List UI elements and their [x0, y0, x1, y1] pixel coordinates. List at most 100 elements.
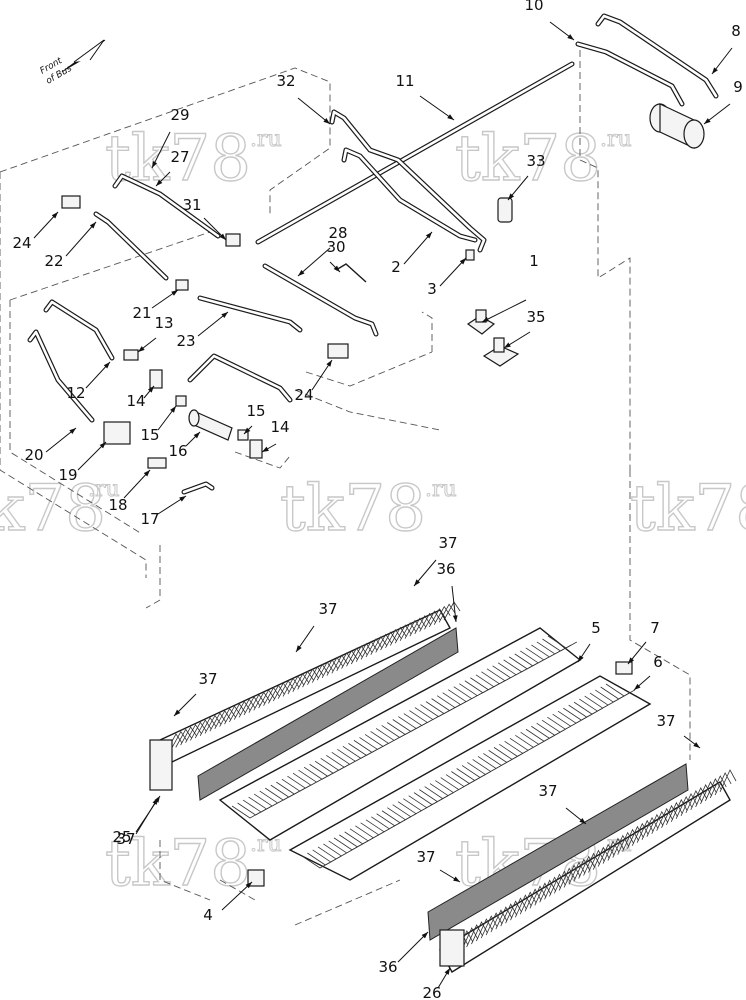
callout-number: 23: [176, 332, 195, 350]
callout: 29: [151, 106, 190, 169]
coil-fin: [509, 737, 539, 751]
callout-arrowhead: [296, 645, 302, 652]
upper-components: [61, 103, 705, 887]
callout-arrowhead: [174, 709, 181, 716]
callout: 19: [58, 441, 107, 484]
callout-leader: [65, 221, 97, 257]
coil-fin: [477, 756, 507, 769]
callout-arrowhead: [459, 258, 466, 265]
coil-fin: [719, 769, 737, 793]
coil-fin: [472, 759, 502, 772]
callout: 4: [203, 881, 253, 924]
coil-fin: [312, 849, 342, 863]
coil-fin: [309, 763, 339, 777]
callout-number: 27: [170, 148, 189, 166]
callout-number: 22: [44, 252, 63, 270]
coil-fin: [504, 741, 534, 754]
callout-number: 37: [116, 830, 135, 848]
coil-fin: [536, 722, 566, 736]
callout-arrowhead: [219, 233, 226, 240]
coil-fin: [321, 659, 339, 679]
callout: 37: [295, 600, 338, 653]
coil-assembly-center: [218, 627, 652, 881]
coil-fin: [459, 683, 489, 697]
coil-fin: [297, 670, 315, 690]
coil-fin: [547, 635, 577, 649]
callout-number: 14: [270, 418, 289, 436]
callout-number: 17: [140, 510, 159, 528]
callout-arrowhead: [103, 362, 110, 369]
coil-fin: [307, 666, 324, 686]
coil-fin: [600, 686, 630, 700]
callout-arrowhead: [89, 222, 96, 229]
watermark-text: tk78: [105, 827, 251, 901]
callout: 37: [538, 782, 587, 825]
coil-fin: [483, 753, 513, 766]
coil-fin: [467, 762, 497, 775]
callout-number: 31: [182, 196, 201, 214]
callout: 37: [416, 848, 461, 883]
callout-arrowhead: [326, 360, 332, 367]
callout-arrowhead: [193, 432, 200, 439]
coil-fin: [493, 747, 523, 760]
callout-leader: [297, 97, 331, 125]
coil-fin: [394, 624, 412, 644]
coil-fin: [311, 663, 329, 683]
callout: 14: [126, 385, 155, 410]
coil-fin: [568, 704, 598, 718]
coil-fin: [381, 810, 411, 824]
callout-leader: [397, 931, 429, 963]
callout-arrowhead: [244, 427, 251, 434]
coil-fin: [433, 605, 451, 625]
coil-fin: [531, 644, 561, 658]
callout: 37: [656, 712, 701, 749]
coil-fin: [342, 746, 372, 759]
callout-number: 1: [529, 252, 539, 270]
callout-arrowhead: [712, 67, 718, 74]
coil-fin: [326, 754, 356, 768]
coil-fin: [471, 921, 488, 945]
coil-fin: [333, 837, 363, 851]
callout: 18: [108, 469, 151, 514]
watermark-text: tk78: [0, 472, 106, 546]
coil-assembly-left: [149, 601, 461, 801]
coil-fin: [475, 918, 493, 942]
coil-fin: [589, 692, 619, 706]
coil-fin: [503, 659, 533, 673]
callout-number: 18: [108, 496, 127, 514]
callout-number: 12: [66, 384, 85, 402]
coil-fin: [485, 912, 503, 936]
coil-fin: [237, 802, 267, 816]
callout: 1: [481, 252, 539, 323]
callout-arrowhead: [425, 232, 432, 239]
coil-fin: [276, 781, 306, 795]
callout-number: 20: [24, 446, 43, 464]
callout: 24: [294, 359, 333, 404]
callout-number: 28: [328, 224, 347, 242]
callout-leader: [135, 797, 159, 835]
callout-number: 37: [198, 670, 217, 688]
coil-fin: [605, 683, 635, 697]
callout: 3: [427, 257, 467, 298]
coil-fin: [253, 793, 284, 807]
callout-arrowhead: [221, 312, 228, 318]
callout-number: 15: [140, 426, 159, 444]
callout-number: 10: [524, 0, 543, 14]
coil-fin: [510, 897, 527, 921]
coil-fin: [480, 915, 498, 939]
callout-number: 11: [395, 72, 414, 90]
coil-fin: [435, 780, 465, 794]
coil-fin: [323, 843, 353, 857]
coil-fin: [270, 784, 300, 798]
callout-arrowhead: [578, 655, 584, 662]
callout-arrowhead: [245, 882, 252, 889]
coil-fin: [488, 750, 518, 763]
coil-fin: [326, 656, 344, 676]
callout-number: 37: [318, 600, 337, 618]
coil-fin: [365, 638, 383, 658]
callout: 11: [395, 72, 455, 121]
callout-arrowhead: [628, 657, 635, 664]
coil-fin: [403, 798, 433, 812]
coil-fin: [365, 819, 395, 833]
coil-fin: [348, 743, 378, 756]
